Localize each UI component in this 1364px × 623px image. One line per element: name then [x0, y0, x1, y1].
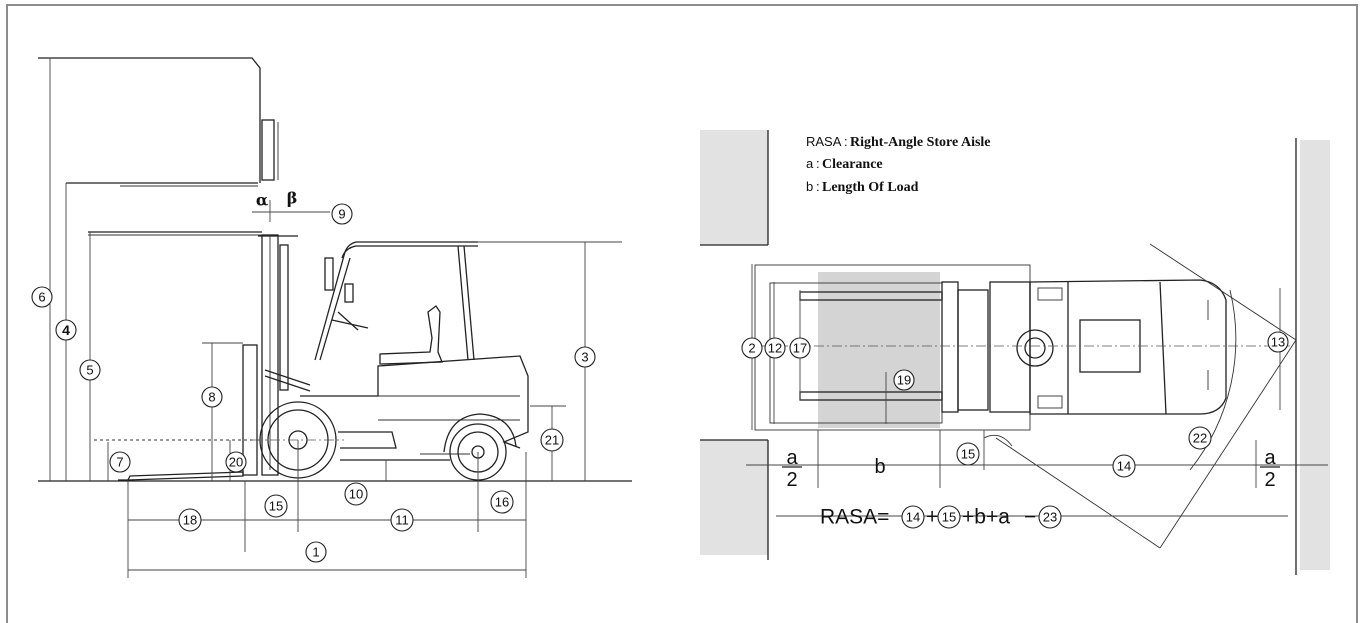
svg-text:6: 6 [38, 290, 45, 305]
label-3: 3 [574, 346, 596, 368]
svg-text:RASA=: RASA= [820, 506, 889, 529]
label-5: 5 [79, 359, 101, 381]
overhead-guard [314, 241, 478, 361]
rack-upper-left [700, 130, 768, 245]
svg-text:−: − [1024, 506, 1036, 529]
label-21: 21 [540, 428, 564, 452]
tilt-cylinder [264, 369, 311, 386]
legend-a-text: Clearance [822, 157, 883, 172]
svg-text:4: 4 [62, 322, 70, 338]
svg-text:+: + [926, 506, 938, 529]
load-pallet [818, 272, 940, 428]
svg-text:a: a [1264, 447, 1276, 469]
svg-text:5: 5 [86, 363, 93, 378]
svg-text:15: 15 [269, 499, 283, 514]
fraction-left: a 2 [782, 447, 802, 491]
svg-text:3: 3 [581, 350, 588, 365]
svg-text::: : [844, 134, 848, 149]
label-2: 2 [741, 337, 763, 359]
beta-label: β [287, 189, 298, 208]
svg-text:12: 12 [768, 341, 782, 356]
svg-text:2: 2 [1264, 469, 1275, 491]
label-20: 20 [225, 451, 247, 473]
svg-text:11: 11 [395, 513, 409, 528]
svg-text:17: 17 [793, 341, 807, 356]
legend-a-key: a [806, 156, 814, 171]
label-14: 14 [1112, 454, 1136, 478]
label-6: 6 [31, 286, 53, 308]
rear-wheel [443, 413, 517, 481]
svg-text:13: 13 [1271, 335, 1285, 350]
label-22: 22 [1188, 426, 1212, 450]
side-view: 6 4 5 7 8 20 9 3 21 10 15 16 18 11 1 α β [31, 57, 632, 578]
rack-right [1300, 140, 1330, 570]
steering-and-seat [324, 257, 443, 365]
label-7: 7 [109, 451, 131, 473]
svg-text:+b+a: +b+a [962, 506, 1010, 529]
svg-text:14: 14 [906, 510, 920, 525]
svg-text::: : [816, 179, 820, 194]
label-8: 8 [201, 386, 223, 408]
label-1: 1 [305, 541, 327, 563]
truck-top-body [1016, 279, 1227, 415]
top-view: a 2 a 2 b 2 12 17 19 13 15 14 22 RASA= 1… [700, 122, 1330, 575]
label-11: 11 [390, 508, 414, 532]
rasa-formula: RASA= 14 + 15 +b+a − 23 [820, 505, 1062, 529]
svg-text:23: 23 [1043, 510, 1057, 525]
svg-text:18: 18 [183, 513, 197, 528]
legend-rasa-text: Right-Angle Store Aisle [850, 135, 991, 150]
svg-text:8: 8 [208, 390, 215, 405]
legend: RASA : Right-Angle Store Aisle a : Clear… [802, 122, 1212, 218]
label-9: 9 [331, 203, 353, 225]
label-15-top: 15 [956, 442, 980, 466]
label-19: 19 [893, 369, 915, 391]
legend-b-key: b [806, 179, 813, 194]
width-b-label: b [874, 456, 885, 478]
svg-text:2: 2 [748, 341, 755, 356]
rack-lower-left [700, 440, 768, 555]
svg-text:10: 10 [349, 487, 363, 502]
alpha-label: α [256, 191, 268, 210]
side-labels: 6 4 5 7 8 20 9 3 21 10 15 16 18 11 1 α β [31, 189, 596, 563]
svg-text:21: 21 [545, 433, 559, 448]
mast [258, 234, 298, 476]
fraction-right: a 2 [1260, 447, 1280, 491]
svg-text:15: 15 [942, 510, 956, 525]
svg-text:22: 22 [1193, 431, 1207, 446]
svg-text:a: a [786, 447, 798, 469]
svg-text:16: 16 [495, 495, 509, 510]
svg-text:2: 2 [786, 469, 797, 491]
truck-body [300, 355, 529, 461]
svg-text:15: 15 [961, 447, 975, 462]
label-16: 16 [490, 490, 514, 514]
label-10: 10 [344, 482, 368, 506]
legend-rasa-key: RASA [806, 134, 842, 149]
svg-text:20: 20 [229, 455, 243, 470]
label-4: 4 [55, 319, 77, 341]
label-17: 17 [789, 337, 811, 359]
svg-text:19: 19 [897, 373, 911, 388]
lowered-load [88, 231, 262, 441]
svg-text::: : [816, 156, 820, 171]
label-18: 18 [178, 508, 202, 532]
label-12: 12 [764, 337, 786, 359]
svg-text:7: 7 [116, 455, 123, 470]
svg-text:9: 9 [338, 207, 345, 222]
label-15: 15 [264, 494, 288, 518]
top-labels: 2 12 17 19 13 15 14 22 [741, 331, 1289, 478]
svg-text:14: 14 [1117, 459, 1131, 474]
legend-b-text: Length Of Load [822, 180, 919, 195]
raised-load [38, 57, 279, 187]
svg-text:1: 1 [312, 545, 319, 560]
label-13: 13 [1267, 331, 1289, 353]
side-dimension-lines [49, 58, 622, 578]
fork-carriage [118, 344, 258, 481]
